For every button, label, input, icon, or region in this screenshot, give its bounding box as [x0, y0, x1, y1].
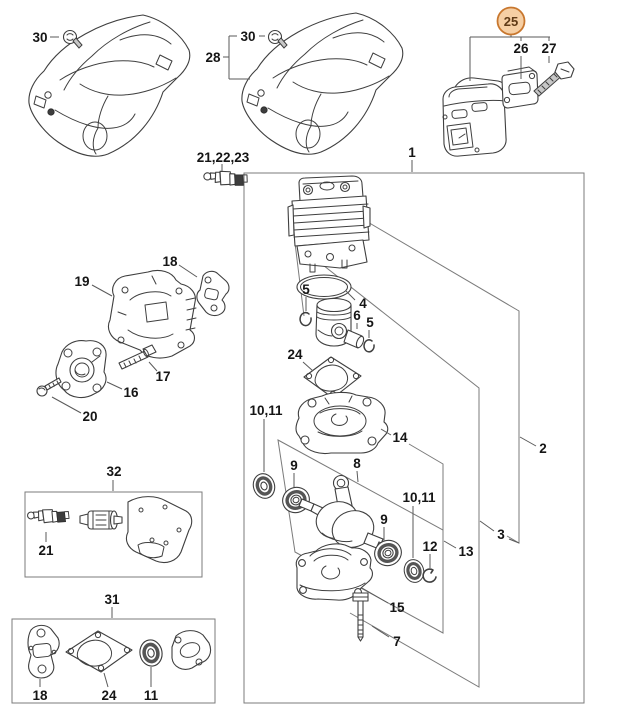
part-crankcase-bottom-15: [295, 543, 373, 601]
part-seal-1011-right: [400, 555, 428, 587]
part-engine-pan-19: [107, 269, 197, 359]
part-bearing-9-left: [277, 481, 315, 519]
part-fuel-filter: [79, 510, 123, 530]
part-spark-plug-21: [26, 504, 71, 528]
label-18-kit: 18: [32, 688, 48, 703]
label-12: 12: [422, 539, 437, 554]
group-box-3: [294, 241, 480, 688]
part-shroud-cover-middle: [241, 12, 404, 155]
part-filter-plate: [125, 496, 193, 564]
assembly-group-boxes: [11, 172, 585, 704]
label-27: 27: [541, 41, 556, 56]
part-bolt-7: [352, 592, 369, 642]
label-9-left: 9: [290, 458, 298, 473]
group-box-32: [24, 491, 203, 578]
part-bolt-17: [118, 344, 157, 370]
label-21-22-23: 21,22,23: [197, 150, 250, 165]
part-piston-ring-4: [296, 274, 352, 300]
label-24-upper: 24: [287, 347, 303, 362]
part-screw-20: [36, 377, 62, 397]
label-32: 32: [106, 464, 121, 479]
label-15: 15: [389, 600, 405, 615]
part-gasket-24-kit: [65, 630, 133, 673]
label-19: 19: [74, 274, 89, 289]
group-box-31: [11, 618, 216, 704]
part-crankcase-upper-14: [295, 391, 389, 455]
part-manifold-flange-16: [55, 340, 107, 399]
label-18-upper: 18: [162, 254, 178, 269]
label-21: 21: [38, 543, 54, 558]
label-2: 2: [539, 441, 547, 456]
label-31: 31: [104, 592, 120, 607]
label-17: 17: [155, 369, 170, 384]
label-5-left: 5: [302, 282, 310, 297]
highlight-callout-25[interactable]: 25: [496, 6, 526, 36]
part-seal-1011-left: [248, 469, 280, 503]
label-16: 16: [123, 385, 139, 400]
group-box-13-upper-edge: [408, 443, 444, 530]
label-10-11-right: 10,11: [402, 490, 436, 505]
label-14: 14: [392, 430, 408, 445]
part-piston: [315, 297, 352, 347]
part-gasket-24: [303, 356, 362, 399]
label-8: 8: [353, 456, 361, 471]
label-26: 26: [513, 41, 529, 56]
label-11-kit: 11: [144, 688, 159, 703]
part-wrist-pin-6: [343, 329, 365, 349]
label-3: 3: [497, 527, 505, 542]
label-25[interactable]: 25: [504, 14, 518, 29]
part-circlip-5-right: [363, 339, 375, 353]
part-flange-gasket-kit: [171, 630, 212, 670]
group-box-13: [277, 439, 444, 634]
label-6: 6: [353, 308, 361, 323]
part-circlip-12: [422, 568, 437, 583]
part-muffler: [442, 77, 507, 157]
part-screw-27: [533, 61, 575, 97]
leader-lines: [39, 34, 550, 688]
label-9-right: 9: [380, 512, 388, 527]
label-30-middle: 30: [240, 29, 255, 44]
label-20: 20: [82, 409, 97, 424]
label-7: 7: [393, 634, 401, 649]
part-cylinder: [287, 175, 371, 273]
part-number-labels: 30 28 30 26 27 21,22,23 1 19 18 17 16 20…: [32, 29, 556, 703]
label-1: 1: [408, 145, 416, 160]
part-gasket-18-upper: [196, 270, 230, 317]
label-4: 4: [359, 296, 367, 311]
part-muffler-bracket-26: [501, 66, 539, 109]
group-box-1: [243, 172, 585, 704]
part-gasket-18-kit: [27, 624, 60, 679]
label-30-left: 30: [32, 30, 47, 45]
label-24-kit: 24: [101, 688, 117, 703]
label-5-right: 5: [366, 315, 374, 330]
group-box-2: [365, 220, 520, 544]
label-13: 13: [458, 544, 474, 559]
part-seal-11-kit: [136, 636, 166, 670]
part-shroud-cover-left: [28, 14, 191, 157]
part-spark-plug-top: [202, 164, 250, 192]
highlight-circle-25[interactable]: [496, 6, 526, 36]
part-circlip-5-left: [299, 311, 312, 327]
label-28: 28: [205, 50, 221, 65]
label-10-11-left: 10,11: [249, 403, 283, 418]
